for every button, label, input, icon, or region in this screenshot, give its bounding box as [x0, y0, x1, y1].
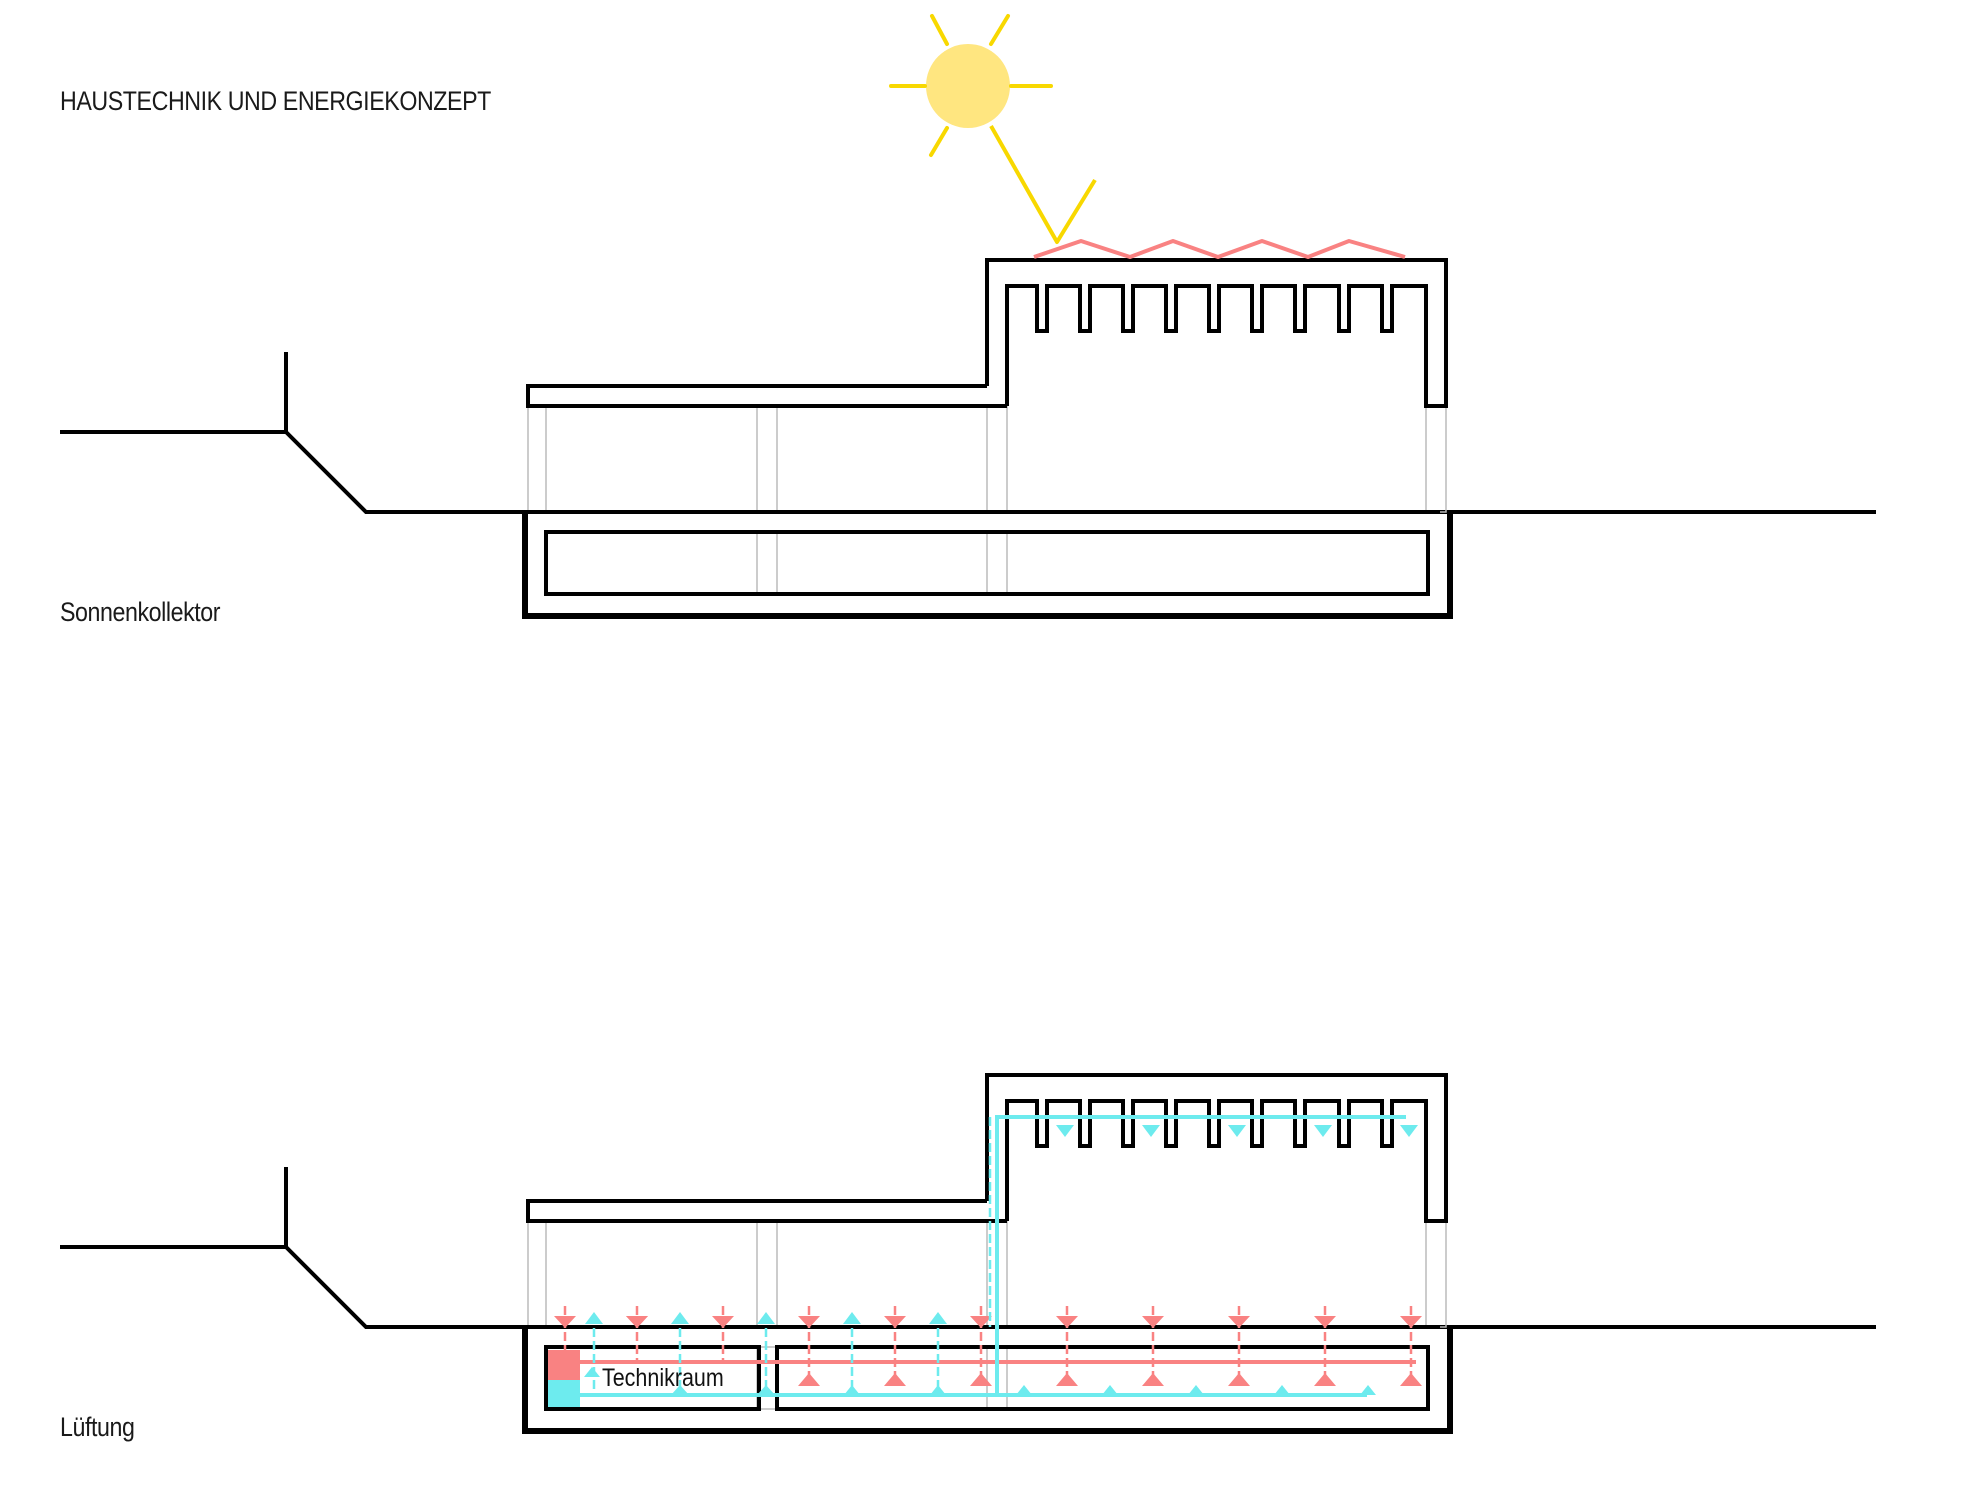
technikraum-room: [544, 1345, 761, 1411]
fresh-air-ducts: [580, 1115, 1418, 1397]
sun-ray-reflection: [989, 125, 1097, 244]
fresh-air-unit: [548, 1380, 580, 1407]
section-label-sonnenkollektor: Sonnenkollektor: [60, 597, 221, 627]
basement-inner-room: [775, 1345, 1430, 1411]
exhaust-air-unit: [548, 1350, 580, 1380]
solar-collectors: [1033, 239, 1406, 259]
technikraum-label: Technikraum: [602, 1363, 724, 1391]
exhaust-air-ducts: [554, 1306, 1422, 1386]
section-sonnenkollektor: [60, 14, 1876, 616]
sun-icon: [889, 14, 1097, 244]
section-lueftung: [60, 1075, 1876, 1431]
page-title: HAUSTECHNIK UND ENERGIEKONZEPT: [60, 86, 491, 116]
section-label-lueftung: Lüftung: [60, 1412, 135, 1442]
basement-inner-room: [544, 530, 1430, 596]
